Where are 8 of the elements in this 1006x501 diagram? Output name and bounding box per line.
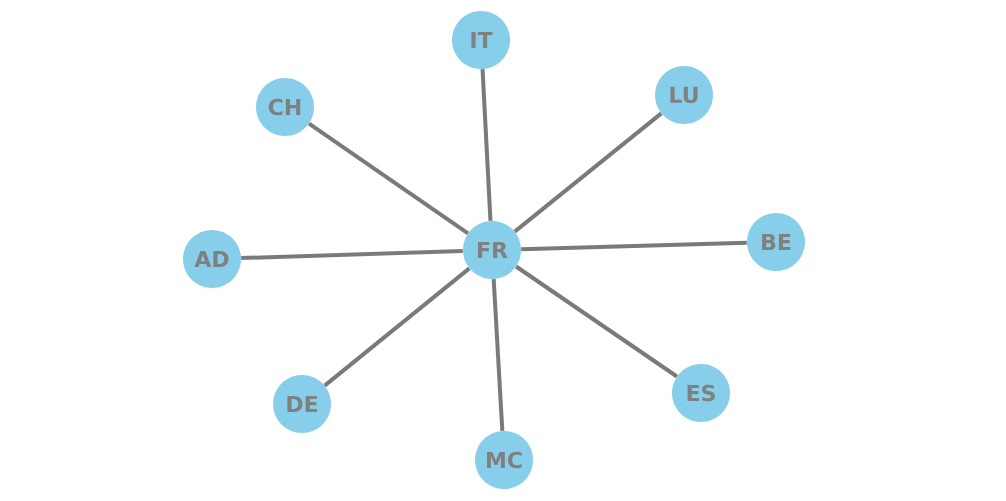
connector-line xyxy=(480,69,493,221)
connector-line xyxy=(307,121,470,236)
connector-line xyxy=(491,279,505,431)
connector-line xyxy=(514,264,679,379)
connector-line xyxy=(513,111,663,234)
connector-line xyxy=(521,240,747,252)
connector-line xyxy=(323,266,471,388)
connector-line xyxy=(241,248,463,261)
